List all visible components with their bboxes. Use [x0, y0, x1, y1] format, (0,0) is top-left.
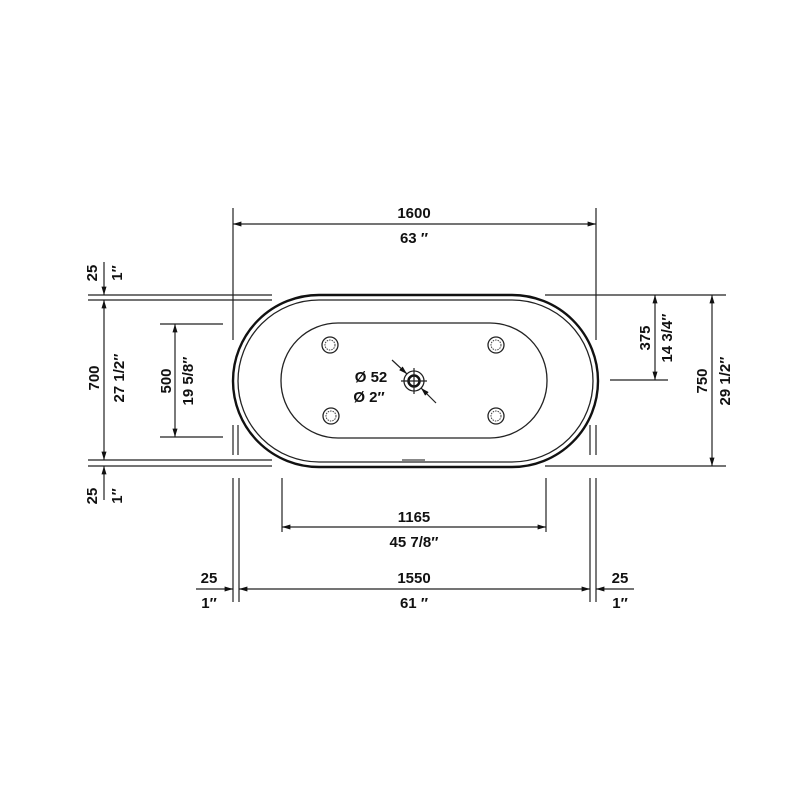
dim-label: 1165 [398, 509, 431, 526]
dim-label: 1550 [397, 570, 430, 587]
dim-label: 1″ [109, 488, 126, 504]
dim-basin-length: 1165 45 7/8″ [281, 478, 547, 551]
tub-outline [231, 293, 600, 469]
dim-label: 63 ″ [400, 230, 428, 247]
dim-rim-left: 25 1″ [196, 570, 233, 612]
foot [487, 336, 505, 354]
drain-diameter-in: Ø 2″ [353, 389, 384, 406]
dim-rim-bottom: 25 1″ [84, 466, 126, 504]
dim-label: 1″ [612, 595, 628, 612]
drain: Ø 52 Ø 2″ [353, 359, 437, 406]
dim-label: 61 ″ [400, 595, 428, 612]
dim-drain-offset: 375 14 3/4″ [637, 295, 676, 380]
dim-label: 1600 [397, 205, 430, 222]
foot [321, 336, 339, 354]
dim-depth-total: 750 29 1/2″ [694, 295, 734, 466]
dim-rim-right: 25 1″ [596, 570, 634, 612]
basin-outline [280, 322, 548, 439]
dim-label: 29 1/2″ [717, 357, 734, 406]
dim-label: 700 [86, 365, 103, 390]
dim-basin-width: 500 19 5/8″ [158, 323, 223, 438]
dim-depth-inner: 700 27 1/2″ [86, 300, 128, 460]
dim-label: 1″ [109, 265, 126, 281]
dim-label: 500 [158, 368, 175, 393]
dim-label: 25 [84, 488, 101, 505]
dim-label: 27 1/2″ [111, 354, 128, 403]
dim-label: 25 [84, 265, 101, 282]
dim-label: 19 5/8″ [180, 357, 197, 406]
foot [322, 407, 340, 425]
dim-label: 375 [637, 325, 654, 350]
dim-label: 25 [201, 570, 218, 587]
foot [487, 407, 505, 425]
right-extension-lines [545, 294, 726, 467]
drain-diameter-mm: Ø 52 [355, 369, 388, 386]
dim-rim-top: 25 1″ [84, 262, 126, 295]
feet [321, 336, 505, 425]
dim-label: 1″ [201, 595, 217, 612]
left-extension-lines [88, 294, 272, 467]
dim-width-total: 1600 63 ″ [232, 205, 597, 340]
dim-width-inner: 1550 61 ″ [232, 478, 597, 612]
dim-label: 45 7/8″ [390, 534, 439, 551]
dim-label: 750 [694, 368, 711, 393]
dim-label: 25 [612, 570, 629, 587]
dim-label: 14 3/4″ [659, 314, 676, 363]
